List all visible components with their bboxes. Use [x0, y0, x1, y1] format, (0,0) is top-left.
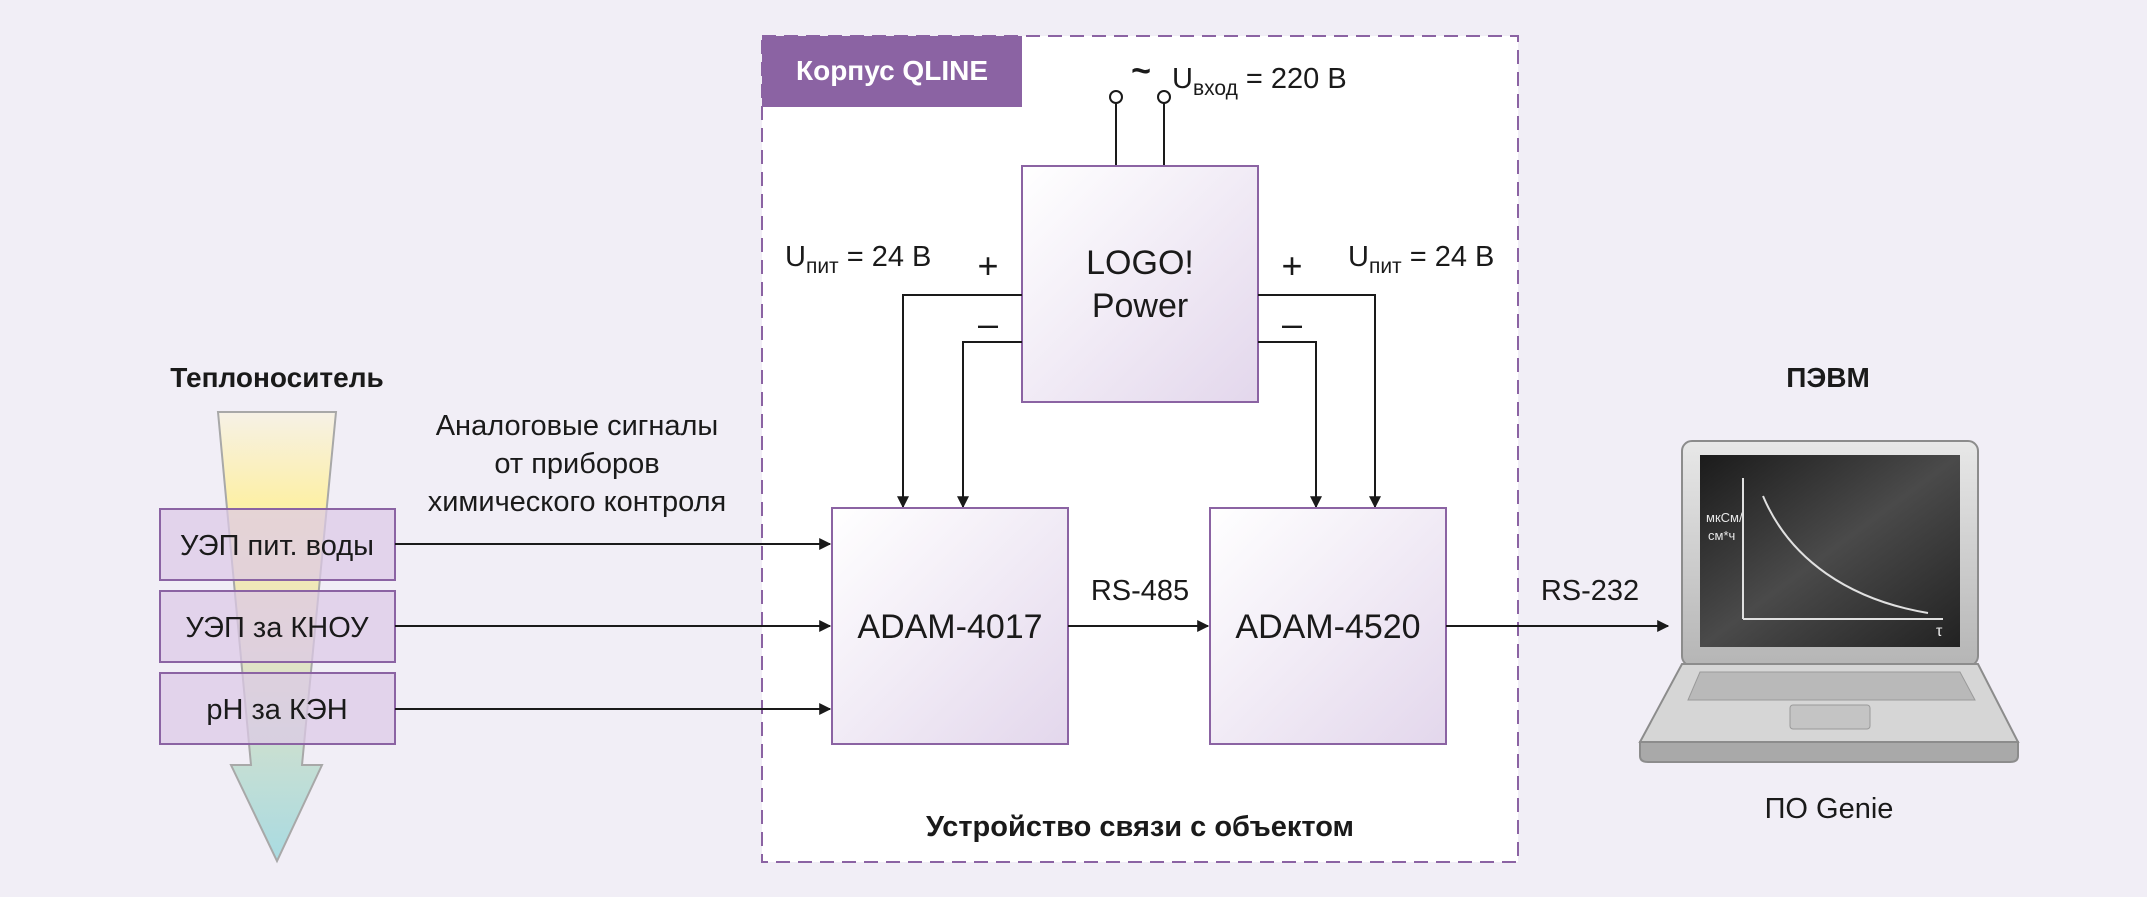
input-terminal-2 — [1157, 90, 1171, 104]
adam-4017-label: ADAM-4017 — [857, 608, 1042, 646]
analog-signals-line2: от приборов — [494, 448, 659, 480]
supply-right-label: Uпит = 24 В — [1348, 241, 1494, 278]
screen-x-label: τ — [1936, 623, 1943, 640]
adam-4520-box — [1209, 507, 1447, 745]
left-plus-sign: + — [977, 245, 998, 286]
screen-y-label-2: см*ч — [1708, 528, 1735, 543]
sensor-item: УЭП за КНОУ — [159, 590, 396, 663]
sensor-box — [159, 590, 396, 663]
sensor-box — [159, 672, 396, 745]
analog-signals-line3: химического контроля — [428, 486, 727, 518]
enclosure-tag — [762, 36, 1022, 107]
enclosure-caption: Устройство связи с объектом — [926, 811, 1354, 843]
logo-power-line2: Power — [1092, 287, 1188, 325]
wire-left-minus — [957, 341, 1022, 509]
rs232-label: RS-232 — [1541, 575, 1639, 607]
laptop-touchpad — [1789, 704, 1871, 730]
analog-signals-line1: Аналоговые сигналы — [436, 410, 719, 442]
logo-power-line1: LOGO! — [1086, 244, 1194, 282]
right-minus-sign: – — [1282, 303, 1302, 344]
laptop-front-edge — [1639, 741, 2019, 763]
ac-tilde: ~ — [1131, 52, 1151, 90]
pc-title: ПЭВМ — [1786, 362, 1870, 393]
wire-right-minus — [1258, 341, 1322, 509]
left-minus-sign: – — [978, 303, 998, 344]
sensor-label: УЭП пит. воды — [180, 530, 374, 562]
enclosure-label: Корпус QLINE — [796, 55, 988, 86]
screen-y-label-1: мкСм/ — [1706, 510, 1743, 525]
sensor-box — [159, 508, 396, 581]
right-plus-sign: + — [1281, 245, 1302, 286]
laptop-icon: мкСм/ см*ч τ — [1638, 440, 2020, 763]
wire-right-plus — [1258, 294, 1381, 509]
screen-curve — [1762, 495, 1929, 614]
pc-software-label: ПО Genie — [1765, 793, 1894, 825]
laptop-keyboard — [1687, 671, 1976, 701]
supply-left-label: Uпит = 24 В — [785, 241, 931, 278]
sensor-label: pH за КЭН — [206, 694, 347, 726]
sensor-label: УЭП за КНОУ — [185, 612, 369, 644]
power-input-label: Uвход = 220 В — [1172, 63, 1347, 100]
sensor-item: pH за КЭН — [159, 672, 396, 745]
logo-power-box — [1021, 165, 1259, 403]
rs485-label: RS-485 — [1091, 575, 1189, 607]
sensor-item: УЭП пит. воды — [159, 508, 396, 581]
wire-left-plus — [897, 294, 1022, 509]
adam-4520-label: ADAM-4520 — [1235, 608, 1420, 646]
input-terminal-1 — [1109, 90, 1123, 104]
adam-4017-box — [831, 507, 1069, 745]
coolant-title: Теплоноситель — [170, 362, 383, 393]
